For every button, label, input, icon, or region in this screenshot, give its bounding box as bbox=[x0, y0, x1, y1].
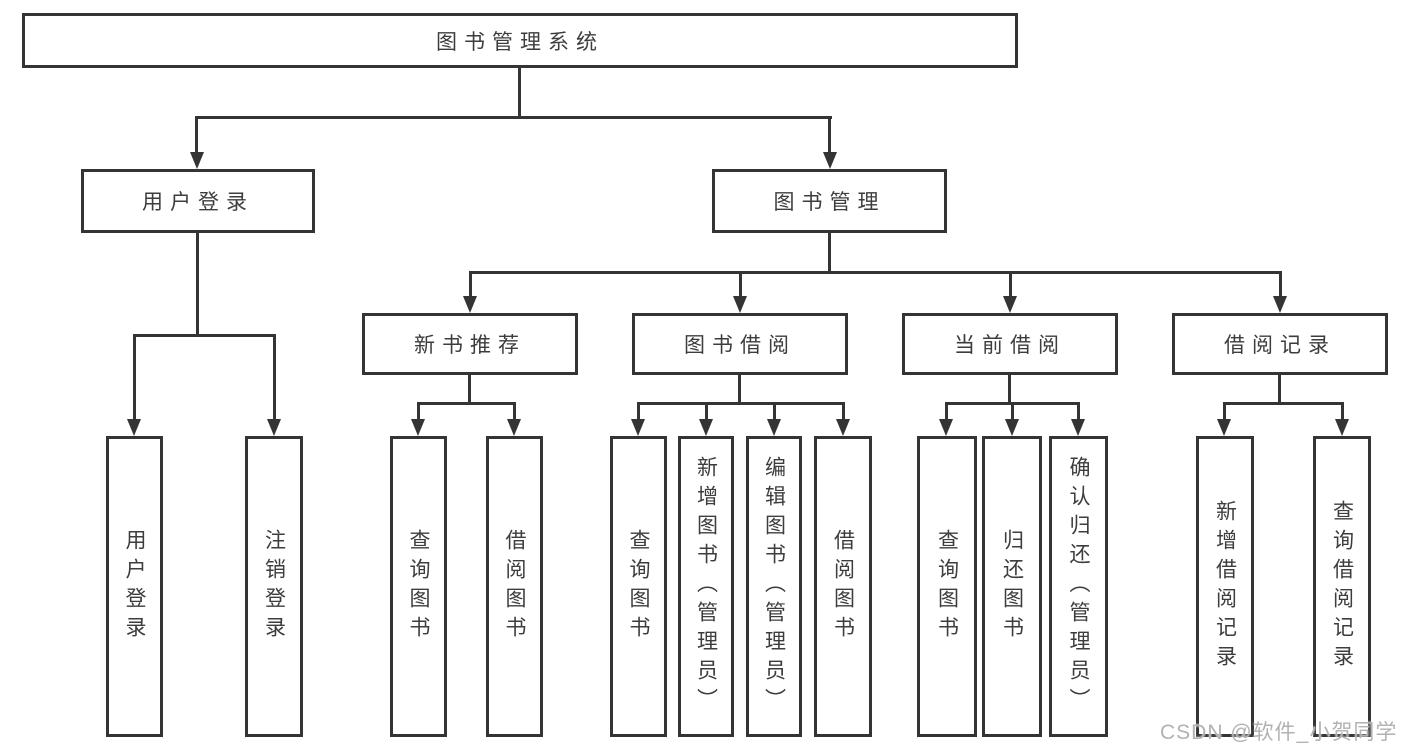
connector-drop bbox=[195, 116, 198, 154]
watermark-text: CSDN @软件_小贺同学 bbox=[1160, 721, 1398, 744]
arrowhead-down-icon bbox=[1335, 419, 1349, 436]
node-library-system: 图书管理系统 bbox=[22, 13, 1018, 68]
connector-drop bbox=[773, 402, 776, 421]
connector-drop bbox=[417, 402, 420, 421]
arrowhead-down-icon bbox=[1217, 419, 1231, 436]
connector-book-mgmt-stem bbox=[828, 233, 831, 274]
connector-newbook-stem bbox=[468, 375, 471, 405]
connector-borrowing-rail bbox=[637, 402, 845, 405]
connector-root-rail bbox=[196, 116, 832, 119]
arrowhead-down-icon bbox=[190, 152, 204, 169]
arrowhead-down-icon bbox=[939, 419, 953, 436]
node-query-borrow-record: 查询借阅记录 bbox=[1313, 436, 1371, 737]
arrowhead-down-icon bbox=[1003, 296, 1017, 313]
arrowhead-down-icon bbox=[127, 419, 141, 436]
arrowhead-down-icon bbox=[767, 419, 781, 436]
connector-records-rail bbox=[1223, 402, 1344, 405]
connector-drop bbox=[469, 271, 472, 298]
node-query-books-current: 查询图书 bbox=[917, 436, 977, 737]
node-borrow-books-recommend: 借阅图书 bbox=[486, 436, 543, 737]
connector-drop bbox=[705, 402, 708, 421]
connector-drop bbox=[637, 402, 640, 421]
connector-drop bbox=[133, 334, 136, 421]
connector-drop bbox=[273, 334, 276, 421]
connector-drop bbox=[1223, 402, 1226, 421]
node-borrowing-records: 借阅记录 bbox=[1172, 313, 1388, 375]
node-book-borrowing: 图书借阅 bbox=[632, 313, 848, 375]
connector-user-login-stem bbox=[196, 233, 199, 336]
node-return-books: 归还图书 bbox=[982, 436, 1042, 737]
arrowhead-down-icon bbox=[1071, 419, 1085, 436]
arrowhead-down-icon bbox=[463, 296, 477, 313]
connector-drop bbox=[828, 116, 831, 154]
node-user-login: 用户登录 bbox=[106, 436, 163, 737]
arrowhead-down-icon bbox=[1273, 296, 1287, 313]
connector-current-stem bbox=[1008, 375, 1011, 405]
connector-drop bbox=[1009, 271, 1012, 298]
arrowhead-down-icon bbox=[631, 419, 645, 436]
arrowhead-down-icon bbox=[836, 419, 850, 436]
node-current-borrowing: 当前借阅 bbox=[902, 313, 1118, 375]
arrowhead-down-icon bbox=[507, 419, 521, 436]
connector-drop bbox=[739, 271, 742, 298]
node-new-book-recommendation: 新书推荐 bbox=[362, 313, 578, 375]
arrowhead-down-icon bbox=[411, 419, 425, 436]
arrowhead-down-icon bbox=[733, 296, 747, 313]
node-add-book-admin: 新增图书（管理员） bbox=[678, 436, 734, 737]
connector-drop bbox=[513, 402, 516, 421]
arrowhead-down-icon bbox=[699, 419, 713, 436]
arrowhead-down-icon bbox=[1005, 419, 1019, 436]
node-confirm-return-admin: 确认归还（管理员） bbox=[1049, 436, 1108, 737]
connector-drop bbox=[1279, 271, 1282, 298]
node-borrow-books-borrowing: 借阅图书 bbox=[814, 436, 872, 737]
node-edit-book-admin: 编辑图书（管理员） bbox=[746, 436, 802, 737]
connector-user-login-rail bbox=[133, 334, 276, 337]
node-book-management: 图书管理 bbox=[712, 169, 947, 233]
node-add-borrow-record: 新增借阅记录 bbox=[1196, 436, 1254, 737]
node-query-books-borrowing: 查询图书 bbox=[610, 436, 667, 737]
connector-borrowing-stem bbox=[738, 375, 741, 405]
connector-drop bbox=[945, 402, 948, 421]
node-logout: 注销登录 bbox=[245, 436, 303, 737]
arrowhead-down-icon bbox=[267, 419, 281, 436]
connector-book-mgmt-rail bbox=[469, 271, 1282, 274]
connector-drop bbox=[842, 402, 845, 421]
connector-root-stem bbox=[518, 68, 521, 118]
connector-drop bbox=[1011, 402, 1014, 421]
connector-records-stem bbox=[1278, 375, 1281, 405]
connector-newbook-rail bbox=[417, 402, 516, 405]
node-user-login-branch: 用户登录 bbox=[81, 169, 315, 233]
connector-drop bbox=[1341, 402, 1344, 421]
node-query-books-recommend: 查询图书 bbox=[390, 436, 447, 737]
connector-drop bbox=[1077, 402, 1080, 421]
arrowhead-down-icon bbox=[823, 152, 837, 169]
